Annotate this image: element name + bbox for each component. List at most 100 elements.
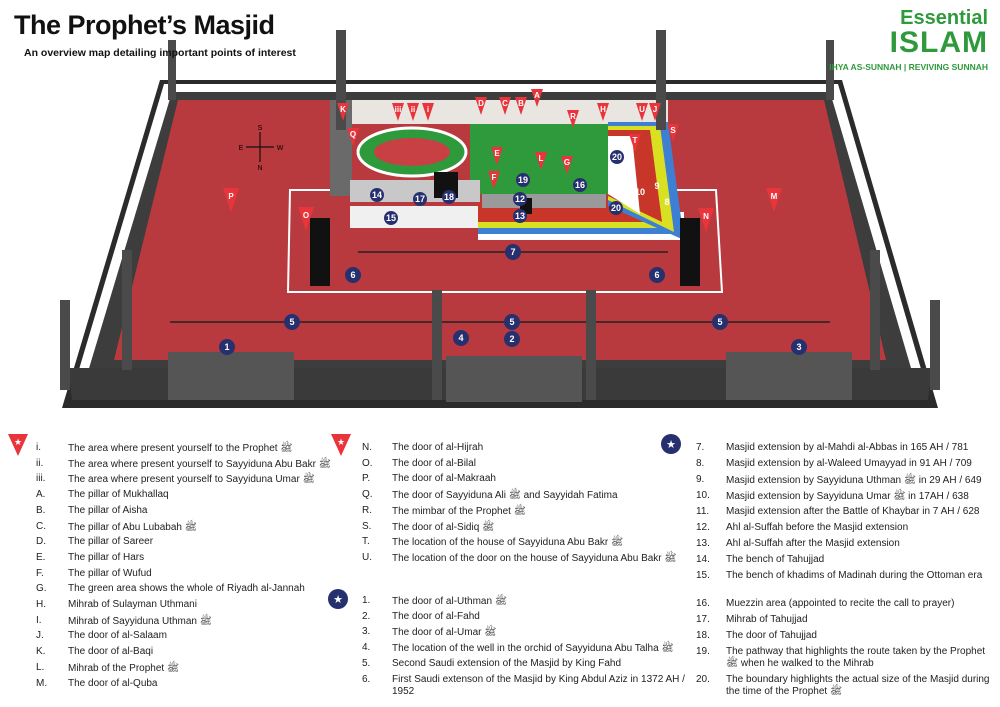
map-number-18[interactable]: 18: [442, 190, 456, 204]
map-pin-i[interactable]: i: [422, 103, 434, 121]
legend-key: J.: [36, 630, 44, 642]
old-masjid-left-wall: [330, 100, 352, 196]
map-pin-r[interactable]: R: [567, 110, 579, 128]
map-pin-p[interactable]: P: [223, 188, 239, 212]
map-number-1[interactable]: 1: [219, 339, 235, 355]
brand-logo: Essential ISLAM IHYA AS-SUNNAH | REVIVIN…: [829, 8, 988, 72]
map-pin-s[interactable]: S: [667, 124, 679, 142]
legend-key: 10.: [696, 490, 710, 501]
map-number-label: 20: [611, 203, 621, 213]
map-number-6[interactable]: 6: [345, 267, 361, 283]
svg-text:★: ★: [666, 438, 676, 451]
legend-key: I.: [36, 614, 42, 626]
legend-text: The pathway that highlights the route ta…: [726, 646, 986, 669]
map-pin-t[interactable]: T: [629, 134, 641, 152]
map-number-16[interactable]: 16: [573, 178, 587, 192]
map-number-8[interactable]: 8: [660, 195, 674, 209]
map-pin-b[interactable]: B: [515, 97, 527, 115]
map-pin-j[interactable]: J: [649, 103, 661, 121]
legend-key: 2.: [362, 610, 371, 622]
legend-key: ii.: [36, 457, 44, 469]
svg-text:★: ★: [14, 438, 22, 448]
map-number-5[interactable]: 5: [504, 314, 520, 330]
map-pin-label: K: [340, 105, 346, 114]
legend-text: Mihrab of the Prophet ﷺ: [68, 662, 180, 674]
legend-key: 3.: [362, 626, 371, 638]
map-number-17[interactable]: 17: [413, 192, 427, 206]
legend-text: Masjid extension by Sayyiduna Umar ﷺ in …: [726, 491, 969, 502]
map-pin-f[interactable]: F: [488, 171, 500, 189]
legend-text: The boundary highlights the actual size …: [726, 674, 990, 697]
legend-key: 5.: [362, 657, 371, 669]
map-pin-n[interactable]: N: [698, 208, 714, 232]
map-number-19[interactable]: 19: [516, 173, 530, 187]
map-number-5[interactable]: 5: [712, 314, 728, 330]
legend-text: The area where present yourself to Sayyi…: [68, 458, 331, 470]
map-number-label: 1: [224, 342, 229, 352]
map-number-20[interactable]: 20: [609, 201, 623, 215]
map-number-5[interactable]: 5: [284, 314, 300, 330]
legend-text: The bench of khadims of Madinah during t…: [726, 570, 983, 581]
map-pin-label: J: [653, 105, 657, 114]
map-number-label: 10: [635, 187, 645, 197]
map-number-2[interactable]: 2: [504, 331, 520, 347]
legend-text: The door of Sayyiduna Ali ﷺ and Sayyidah…: [392, 490, 618, 502]
legend-text: Mihrab of Sulayman Uthmani: [68, 599, 197, 610]
legend-key: 12.: [696, 522, 710, 533]
map-pin-ii[interactable]: ii: [407, 103, 419, 121]
legend-key: Q.: [362, 489, 373, 501]
red-pin-icon: ★: [8, 434, 28, 456]
map-pin-label: M: [771, 192, 778, 201]
map-number-13[interactable]: 13: [513, 209, 527, 223]
legend-key: 9.: [696, 474, 705, 485]
map-number-label: 5: [289, 317, 294, 327]
map-pin-m[interactable]: M: [766, 188, 782, 212]
map-number-10[interactable]: 10: [633, 185, 647, 199]
map-number-3[interactable]: 3: [791, 339, 807, 355]
map-pin-h[interactable]: H: [597, 103, 609, 121]
map-pin-l[interactable]: L: [535, 152, 547, 170]
map-pin-e[interactable]: E: [491, 147, 503, 165]
map-number-12[interactable]: 12: [513, 192, 527, 206]
map-number-label: 12: [515, 194, 525, 204]
map-pin-q[interactable]: Q: [347, 128, 359, 146]
map-number-15[interactable]: 15: [384, 211, 398, 225]
legend-text: The door of al-Umar ﷺ: [392, 627, 497, 639]
legend-text: The door of al-Bilal: [392, 457, 476, 469]
map-number-label: 16: [575, 180, 585, 190]
legend-key: F.: [36, 567, 44, 579]
brand-tagline: IHYA AS-SUNNAH | REVIVING SUNNAH: [829, 62, 988, 72]
legend-text: Mihrab of Tahujjad: [726, 614, 808, 625]
legend-text: The area where present yourself to Sayyi…: [68, 474, 315, 486]
map-pin-iii[interactable]: iii: [392, 103, 404, 121]
map-number-4[interactable]: 4: [453, 330, 469, 346]
map-pin-c[interactable]: C: [499, 97, 511, 115]
map-number-11[interactable]: 11: [621, 166, 635, 180]
map-pin-g[interactable]: G: [561, 156, 573, 174]
map-number-label: 3: [796, 342, 801, 352]
map-pin-a[interactable]: A: [531, 89, 543, 107]
map-number-label: 14: [372, 190, 382, 200]
map-number-7[interactable]: 7: [505, 244, 521, 260]
svg-text:★: ★: [337, 438, 345, 448]
legend-text: The green area shows the whole of Riyadh…: [68, 583, 305, 595]
map-pin-d[interactable]: D: [475, 97, 487, 115]
compass-s: S: [258, 125, 263, 132]
compass-n: N: [257, 165, 262, 172]
legend-text: The door of al-Sidiq ﷺ: [392, 521, 495, 533]
blue-star-icon: ★: [328, 589, 348, 609]
map-pin-u[interactable]: U: [636, 103, 648, 121]
map-number-label: 11: [623, 168, 633, 178]
map-pin-k[interactable]: K: [337, 103, 349, 121]
map-number-label: 9: [654, 181, 659, 191]
map-number-20[interactable]: 20: [610, 150, 624, 164]
map-pin-label: A: [534, 91, 540, 100]
map-pin-o[interactable]: O: [298, 207, 314, 231]
map-number-6[interactable]: 6: [649, 267, 665, 283]
map-pin-label: S: [670, 126, 676, 135]
map-number-14[interactable]: 14: [370, 188, 384, 202]
map-number-9[interactable]: 9: [650, 179, 664, 193]
map-pin-label: U: [639, 105, 645, 114]
legend-key: 11.: [696, 506, 710, 517]
legend-text: The location of the door on the house of…: [392, 552, 677, 564]
